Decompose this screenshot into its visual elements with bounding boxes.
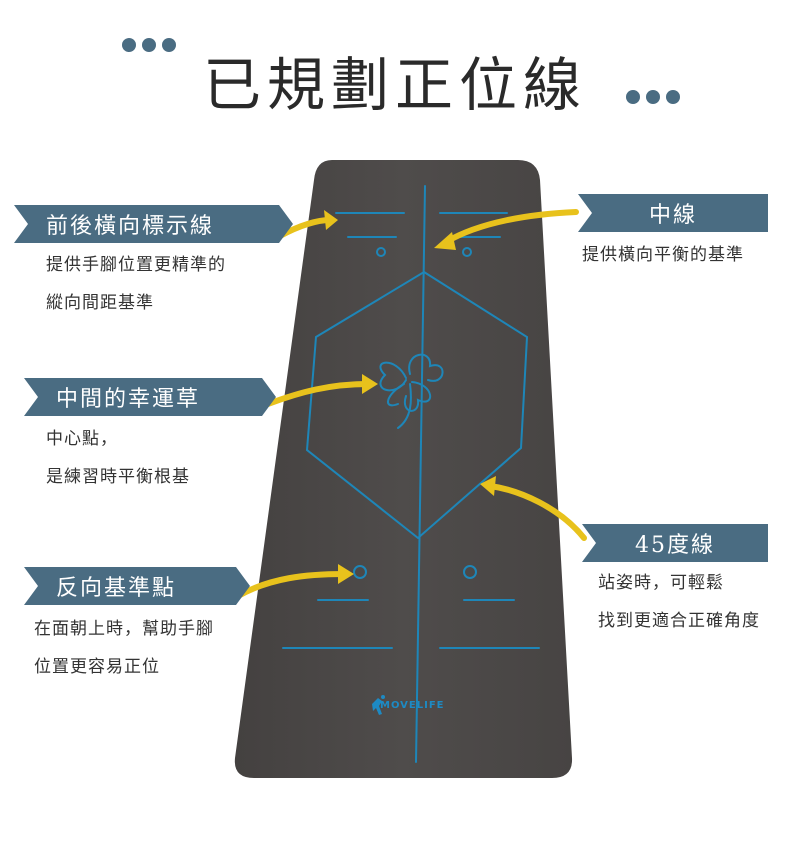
callout-label-horizontal-lines: 前後橫向標示線 [14,205,293,243]
page-title: 已規劃正位線 [202,51,587,119]
top-point-icon [462,247,472,257]
callout-label-45-degree: 45度線 [582,524,768,562]
arrowhead-icon [362,374,378,394]
center-line [415,185,426,763]
reverse-point-icon [353,565,367,579]
dot-icon [646,90,660,104]
reverse-point-icon [463,565,477,579]
arrow-icon [235,571,347,599]
hexagon-45-lines [305,270,529,540]
callout-label-clover: 中間的幸運草 [24,378,276,416]
callout-label-reverse-point: 反向基準點 [24,567,250,605]
brand-name: MOVELIFE [380,700,445,711]
dot-icon [162,38,176,52]
arrowhead-icon [324,210,338,230]
callout-desc-center-line: 提供橫向平衡的基準 [582,245,744,265]
arrowhead-icon [434,232,456,250]
dot-icon [666,90,680,104]
brand-logo-icon [372,695,385,715]
yoga-mat [234,160,573,778]
dot-icon [142,38,156,52]
arrowhead-icon [338,564,354,584]
callout-desc-reverse-point: 在面朝上時，幫助手腳 位置更容易正位 [34,619,214,677]
dot-icon [122,38,136,52]
callout-desc-horizontal-lines: 提供手腳位置更精準的 縱向間距基準 [46,255,226,313]
dot-icon [626,90,640,104]
arrow-icon [265,381,371,407]
title-dots-right [626,90,680,104]
arrow-icon [443,209,579,245]
top-point-icon [376,247,386,257]
arrow-icon [487,483,587,541]
callout-desc-clover: 中心點， 是練習時平衡根基 [46,429,190,487]
clover-icon [379,353,444,429]
title-dots-left [122,38,176,52]
arrowhead-icon [480,476,496,496]
callout-desc-45-degree: 站姿時，可輕鬆 找到更適合正確角度 [598,573,760,631]
callout-label-center-line: 中線 [578,194,768,232]
